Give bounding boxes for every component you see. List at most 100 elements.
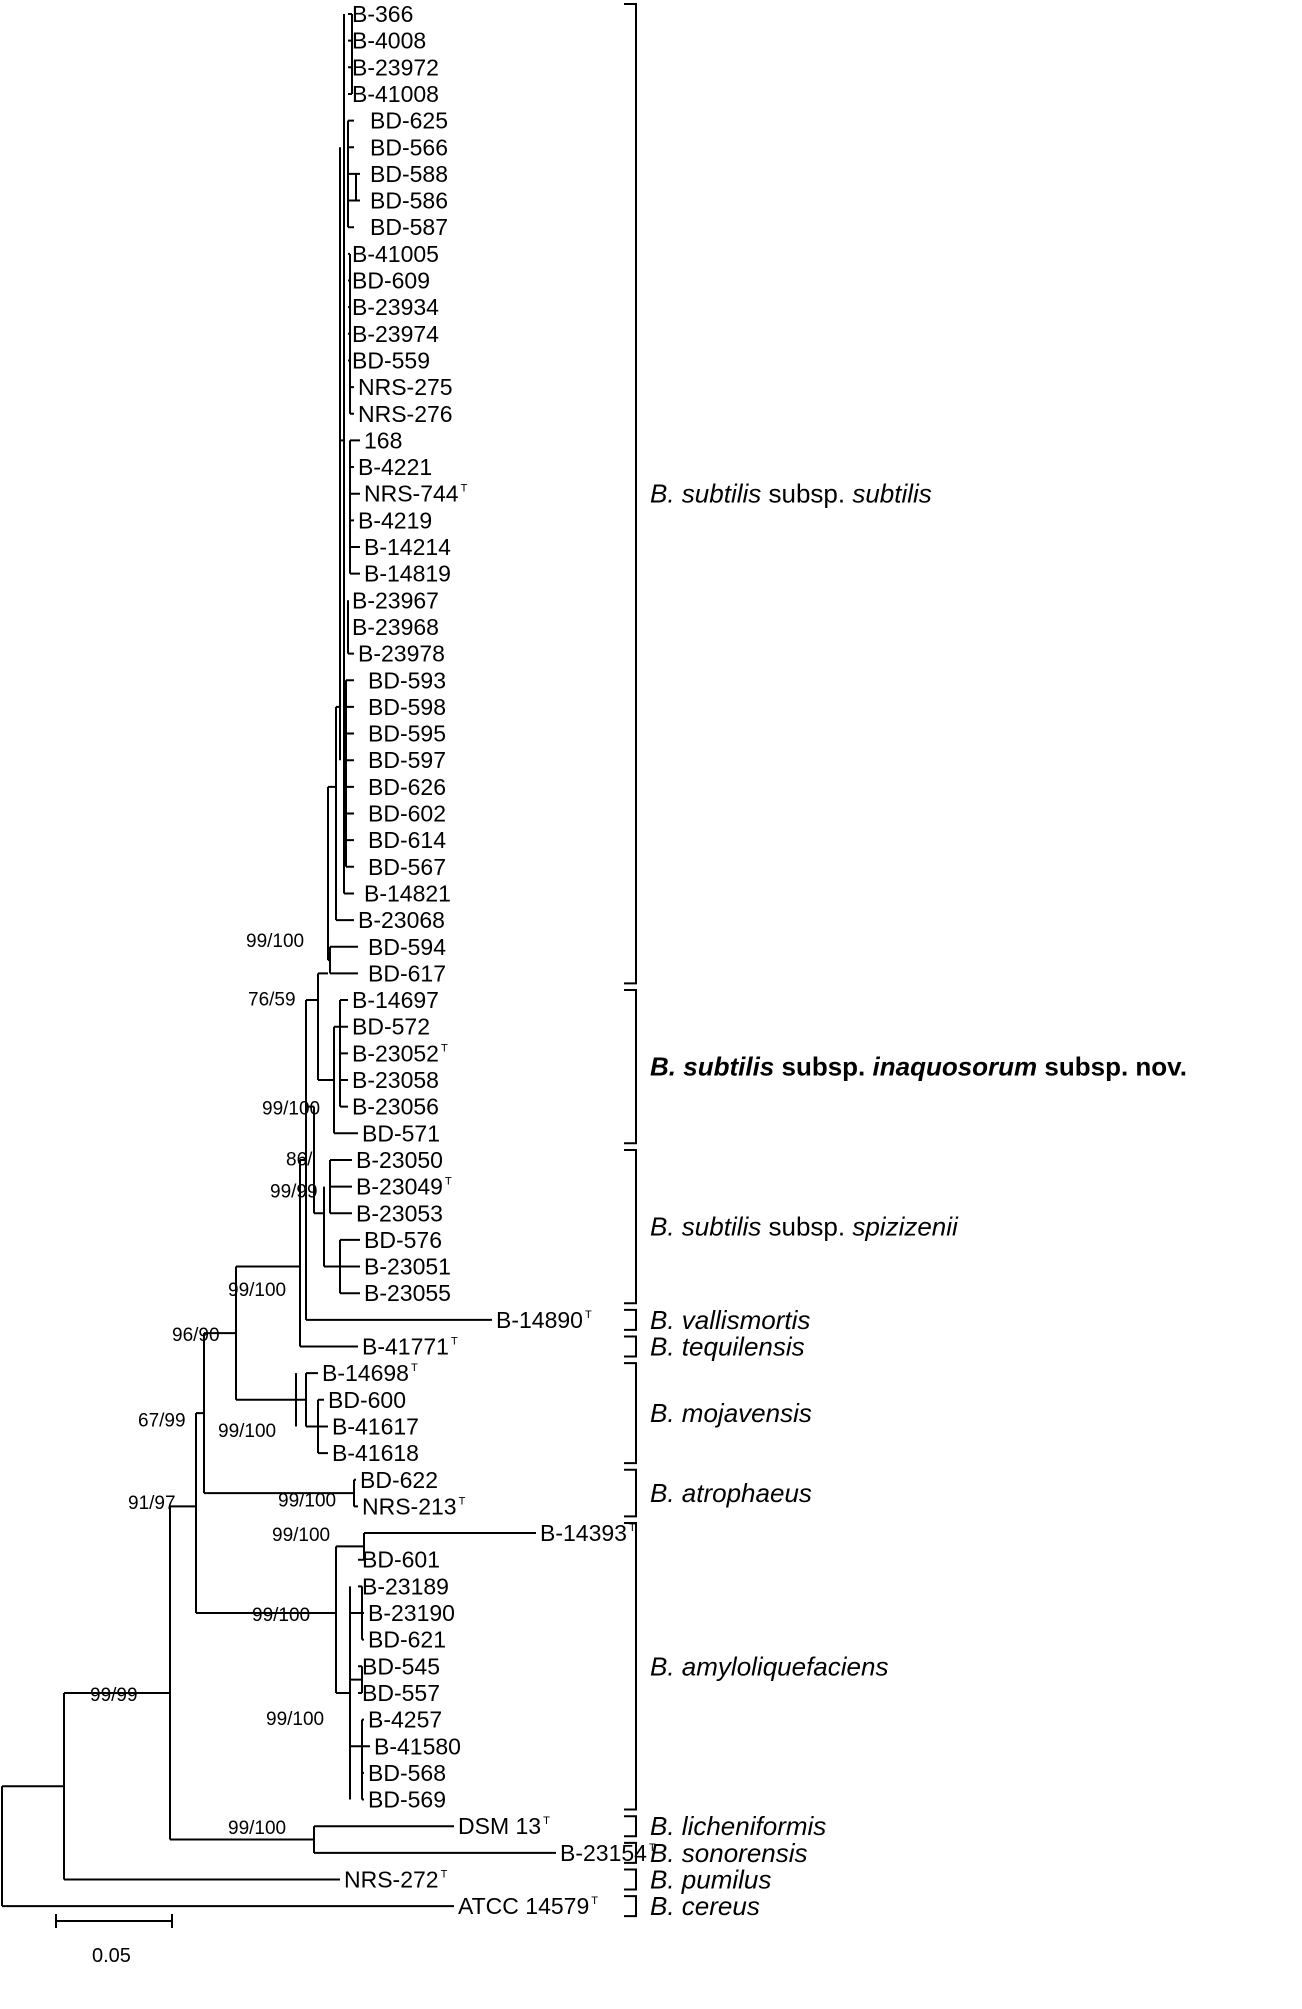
clade-label: B. cereus xyxy=(650,1891,760,1921)
leaf-label: BD-593 xyxy=(368,667,446,693)
clade-label-part: vallismortis xyxy=(682,1305,811,1335)
clade-label-part: B. xyxy=(650,1811,682,1841)
bootstrap-value: 99/100 xyxy=(218,1421,276,1442)
leaf-label: B-4008 xyxy=(352,28,426,54)
leaf-label: B-23189 xyxy=(362,1573,449,1599)
clade-labels: B. subtilis subsp. subtilis B. subtilis … xyxy=(650,479,1187,1921)
clade-label-part: B. xyxy=(650,1865,682,1895)
clade-label-part: subtilis xyxy=(683,1052,781,1082)
leaf-label: B-4257 xyxy=(368,1707,442,1733)
clade-label: B. subtilis subsp. inaquosorum subsp. no… xyxy=(650,1052,1187,1082)
leaf-label: BD-571 xyxy=(362,1120,440,1146)
leaf-label: BD-625 xyxy=(370,108,448,134)
clade-label-part: subtilis xyxy=(852,479,931,509)
leaf-label: B-14214 xyxy=(364,534,451,560)
clade-bracket xyxy=(624,1335,637,1358)
type-strain-marker: T xyxy=(629,1522,636,1534)
leaf-label: B-14821 xyxy=(364,880,451,906)
clade-label-part: subsp. xyxy=(769,1212,853,1242)
clade-label-part: B. xyxy=(650,1478,682,1508)
leaf-label: B-23974 xyxy=(352,321,439,347)
bootstrap-value: 99/100 xyxy=(252,1605,310,1626)
clade-brackets xyxy=(624,3,637,1918)
clade-label-part: subsp. nov. xyxy=(1044,1052,1187,1082)
bootstrap-values: 99/10076/5999/10086/99/9999/10096/9067/9… xyxy=(90,931,336,1839)
leaf-label: BD-566 xyxy=(370,134,448,160)
clade-label-part: B. xyxy=(650,1838,682,1868)
bootstrap-value: 99/99 xyxy=(270,1181,318,1202)
clade-bracket xyxy=(624,1362,637,1465)
bootstrap-value: 99/100 xyxy=(266,1709,324,1730)
leaf-label: BD-567 xyxy=(368,854,446,880)
leaf-label: B-23934 xyxy=(352,294,439,320)
leaf-label: BD-609 xyxy=(352,268,430,294)
leaf-label: BD-576 xyxy=(364,1227,442,1253)
leaf-label: B-41617 xyxy=(332,1413,419,1439)
leaf-label: BD-545 xyxy=(362,1653,440,1679)
leaf-label: B-14697 xyxy=(352,987,439,1013)
leaf-label: BD-598 xyxy=(368,694,446,720)
clade-label: B. tequilensis xyxy=(650,1332,805,1362)
leaf-label: NRS-275 xyxy=(358,374,453,400)
leaf-label: BD-602 xyxy=(368,801,446,827)
clade-label-part: sonorensis xyxy=(682,1838,808,1868)
bootstrap-value: 99/100 xyxy=(246,931,304,952)
leaf-label: NRS-276 xyxy=(358,401,453,427)
clade-label-part: B. xyxy=(650,479,682,509)
clade-bracket xyxy=(624,1522,637,1811)
clade-label-part: pumilus xyxy=(681,1865,772,1895)
clade-label-part: cereus xyxy=(682,1891,760,1921)
scale-bar: 0.05 xyxy=(55,1914,173,1967)
scale-bar-label: 0.05 xyxy=(92,1945,131,1967)
clade-label: B. vallismortis xyxy=(650,1305,810,1335)
clade-label: B. subtilis subsp. spizizenii xyxy=(650,1212,959,1242)
leaf-label: BD-559 xyxy=(352,347,430,373)
leaf-label: BD-601 xyxy=(362,1547,440,1573)
type-strain-marker: T xyxy=(585,1309,592,1321)
leaf-label: BD-588 xyxy=(370,161,448,187)
leaf-label: 168 xyxy=(364,427,402,453)
scale-bar-line xyxy=(55,1914,173,1928)
leaf-label: BD-557 xyxy=(362,1680,440,1706)
clade-bracket xyxy=(624,1148,637,1305)
clade-label: B. mojavensis xyxy=(650,1398,812,1428)
bootstrap-value: 67/99 xyxy=(138,1410,186,1431)
leaf-label: B-41008 xyxy=(352,81,439,107)
bootstrap-value: 99/99 xyxy=(90,1685,138,1706)
leaf-label: BD-572 xyxy=(352,1014,430,1040)
leaf-label: BD-568 xyxy=(368,1760,446,1786)
clade-label-part: B. xyxy=(650,1212,682,1242)
leaf-label: B-23058 xyxy=(352,1067,439,1093)
type-strain-marker: T xyxy=(461,483,468,495)
bootstrap-value: 91/97 xyxy=(128,1493,176,1514)
clade-label: B. licheniformis xyxy=(650,1811,826,1841)
clade-bracket xyxy=(624,1815,637,1838)
clade-label: B. sonorensis xyxy=(650,1838,808,1868)
leaf-label: BD-626 xyxy=(368,774,446,800)
leaf-label: B-23055 xyxy=(364,1280,451,1306)
leaf-label: B-41005 xyxy=(352,241,439,267)
leaf-label: B-23968 xyxy=(352,614,439,640)
clade-bracket xyxy=(624,1895,637,1918)
bootstrap-value: 76/59 xyxy=(248,989,296,1010)
tree-branches xyxy=(1,13,556,1908)
bootstrap-value: 99/100 xyxy=(228,1818,286,1839)
type-strain-marker: T xyxy=(649,1842,656,1854)
leaf-label: B-23050 xyxy=(356,1147,443,1173)
clade-label: B. atrophaeus xyxy=(650,1478,812,1508)
clade-label: B. amyloliquefaciens xyxy=(650,1651,888,1681)
clade-label-part: licheniformis xyxy=(682,1811,827,1841)
bootstrap-value: 96/90 xyxy=(172,1325,220,1346)
leaf-label: B-23190 xyxy=(368,1600,455,1626)
leaf-label: BD-614 xyxy=(368,827,446,853)
clade-label-part: B. xyxy=(650,1651,682,1681)
leaf-label: BD-621 xyxy=(368,1627,446,1653)
